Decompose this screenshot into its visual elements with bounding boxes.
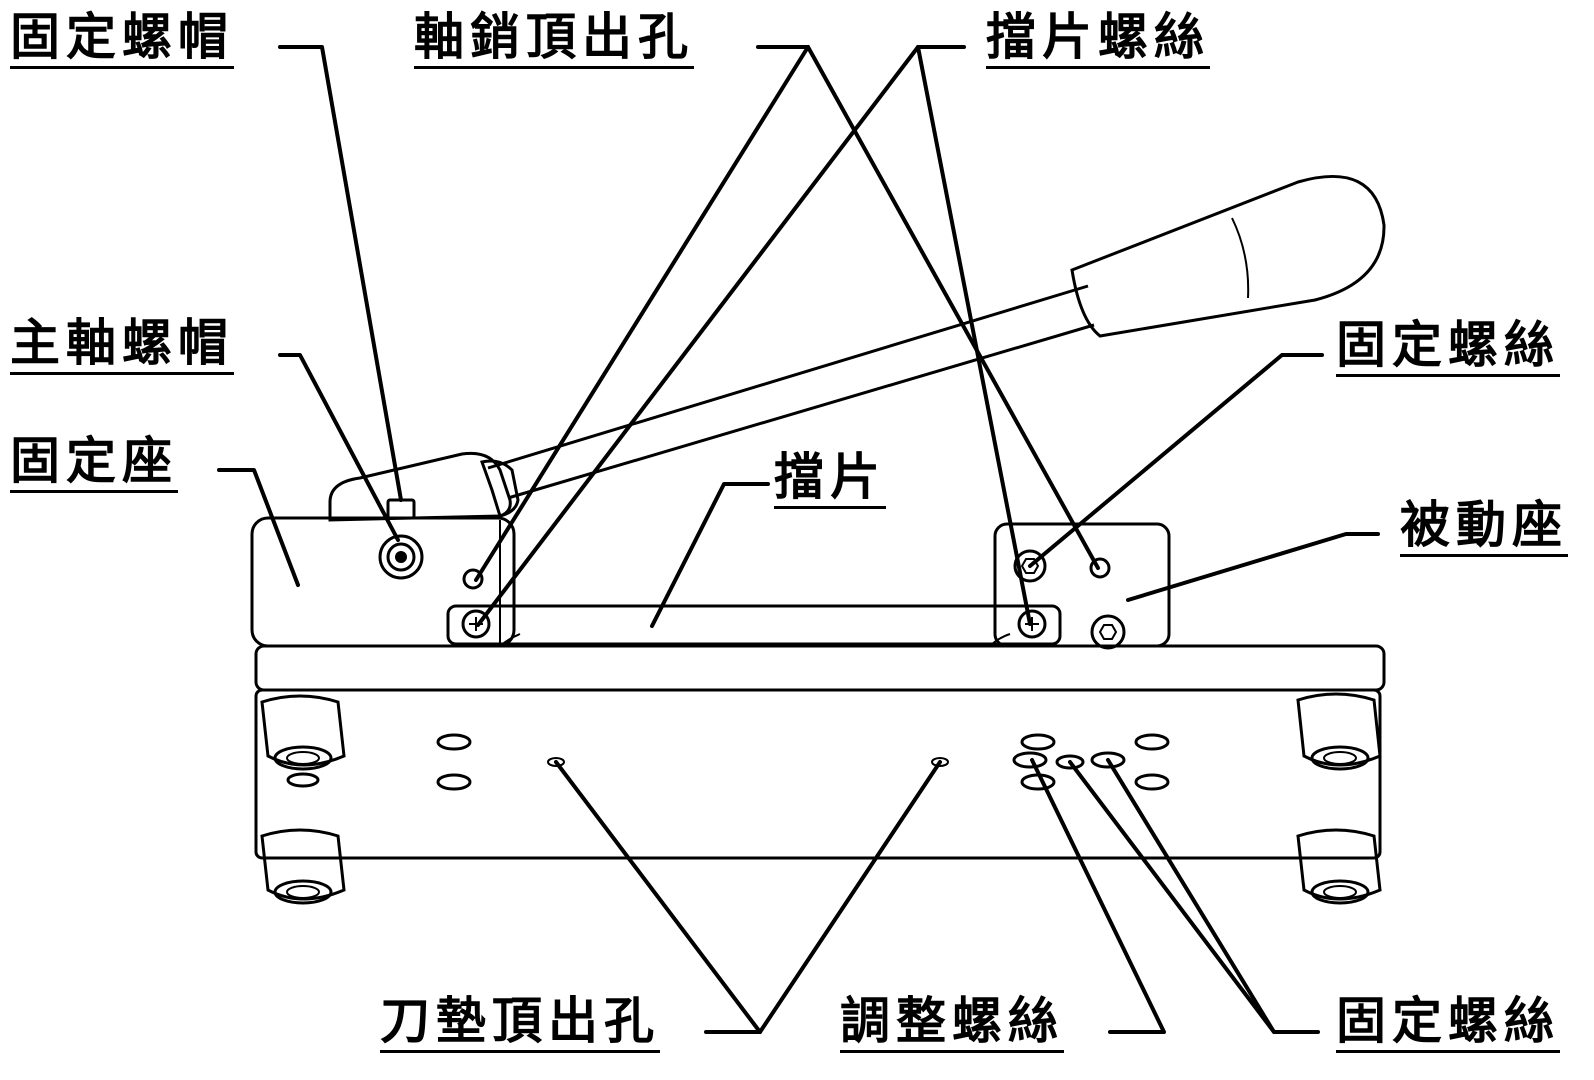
- plate-hole: [436, 773, 472, 791]
- label-fixing-screw-lower: 固定螺絲: [1336, 996, 1560, 1053]
- plate-hole: [1134, 773, 1170, 791]
- label-guard: 擋片: [774, 452, 886, 509]
- feet: [260, 692, 1382, 905]
- label-guard-screw: 擋片螺絲: [986, 12, 1210, 69]
- plate-hole: [1090, 751, 1126, 769]
- leader-pin-ejector-hole-b: [806, 45, 1100, 570]
- label-adjust-screw: 調整螺絲: [840, 996, 1064, 1053]
- label-blade-pad-ejector-hole: 刀墊頂出孔: [380, 996, 660, 1053]
- leader-blade-pad-b: [758, 760, 942, 1034]
- spindle-nut-inner: [386, 542, 416, 572]
- spindle-nut-hub: [395, 551, 407, 563]
- pin-ejector-hole-right: [1089, 557, 1111, 579]
- handle-grip-seam: [1231, 217, 1250, 299]
- leader-adjust-screw: [1030, 758, 1166, 1034]
- plate-hole: [1134, 733, 1170, 751]
- leader-driven-base: [1126, 532, 1380, 602]
- guard-plate: [446, 604, 1062, 647]
- blade-pad-ejector-hole-left: [547, 757, 565, 767]
- handle: [328, 174, 1386, 522]
- driven-base-screw: [1090, 614, 1126, 650]
- label-fixing-nut: 固定螺帽: [10, 12, 234, 69]
- spindle-nut: [378, 534, 424, 580]
- plate-hole: [1020, 773, 1056, 791]
- plate-hole: [286, 772, 320, 788]
- plate-hole: [1055, 754, 1085, 770]
- pin-ejector-hole-left: [462, 568, 484, 590]
- label-fixed-base: 固定座: [10, 436, 178, 493]
- leader-fixing-screw-upper: [1028, 353, 1324, 568]
- leader-fixing-screw-lower-b: [1106, 758, 1276, 1034]
- main-plate-body: [254, 688, 1382, 860]
- label-pin-ejector-hole: 軸銷頂出孔: [414, 12, 694, 69]
- fixed-base-body: [250, 516, 516, 648]
- guard-plate-body: [446, 604, 1062, 646]
- leader-fixed-base: [217, 468, 300, 587]
- leader-fixing-screw-lower-a: [1068, 760, 1320, 1034]
- leader-guard-screw-b: [916, 45, 1032, 626]
- fixing-screw-upper-hex: [1020, 558, 1040, 574]
- adjust-screw-hole: [1012, 751, 1048, 769]
- fixing-screw-upper: [1013, 549, 1047, 583]
- main-plate-top: [254, 644, 1386, 692]
- label-fixing-screw-upper: 固定螺絲: [1336, 320, 1560, 377]
- driven-base-screw-hex: [1098, 624, 1118, 640]
- blade-pad-ejector-hole-right: [931, 757, 949, 767]
- leader-guard-screw-a: [476, 45, 966, 627]
- main-plate: [254, 644, 1386, 860]
- foot-front-left: [260, 694, 346, 771]
- foot-back-right: [1296, 828, 1382, 905]
- guard-screw-right: [1017, 609, 1047, 639]
- handle-grip: [1070, 174, 1386, 338]
- handle-shaft: [487, 284, 1095, 500]
- fixing-nut: [386, 498, 416, 520]
- handle-hub-collar: [480, 459, 520, 518]
- label-spindle-nut: 主軸螺帽: [10, 318, 234, 375]
- foot-back-left: [260, 828, 346, 905]
- leader-pin-ejector-hole-a: [474, 45, 810, 582]
- leader-spindle-nut: [278, 353, 400, 542]
- leader-fixing-nut: [278, 45, 403, 502]
- leader-guard: [650, 482, 770, 628]
- guard-screw-left: [461, 609, 491, 639]
- plate-hole: [1020, 733, 1056, 751]
- label-driven-base: 被動座: [1400, 500, 1568, 557]
- plate-hole: [436, 733, 472, 751]
- leader-lines: [217, 45, 1380, 1034]
- foot-front-right: [1296, 692, 1382, 771]
